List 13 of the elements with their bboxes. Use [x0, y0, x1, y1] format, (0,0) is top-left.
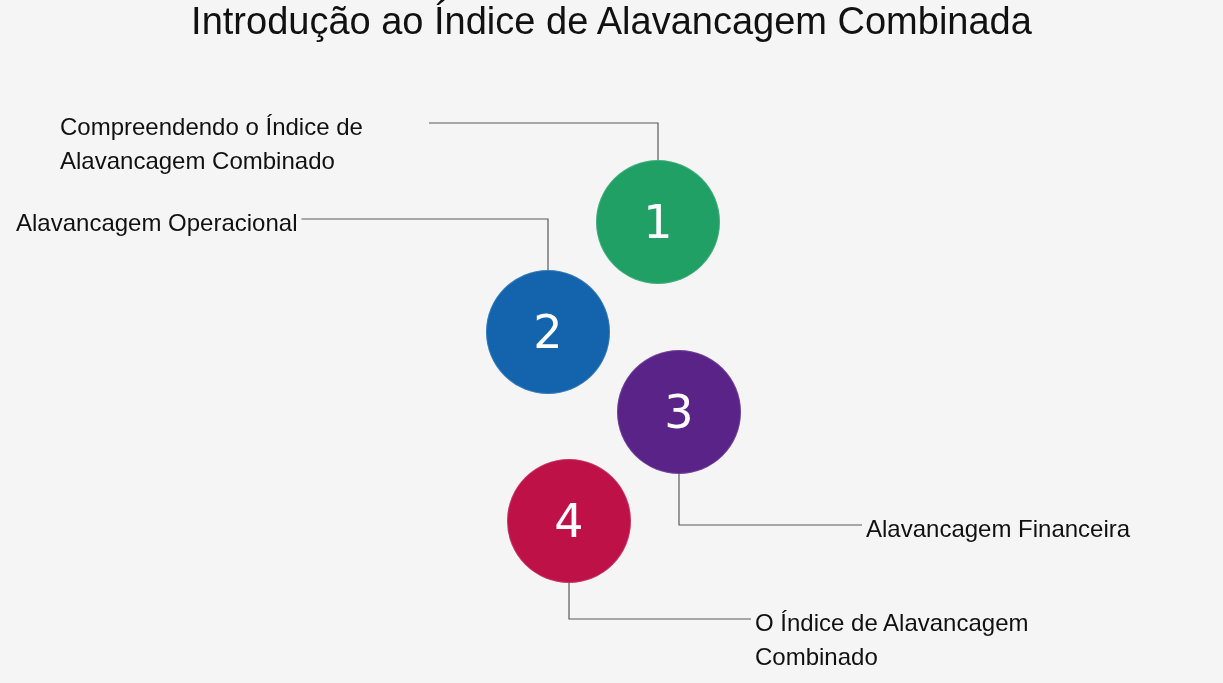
- numbered-circle: 4: [507, 459, 631, 583]
- callout-text: Alavancagem Operacional: [16, 206, 298, 240]
- leader-line: [428, 122, 659, 161]
- numbered-circle: 1: [596, 160, 720, 284]
- callout-text: Compreendendo o Índice de Alavancagem Combinado: [60, 110, 425, 178]
- numbered-circle: 2: [486, 270, 610, 394]
- diagram-title: Introdução ao Índice de Alavancagem Combinada: [191, 0, 1032, 43]
- leader-line: [678, 473, 863, 526]
- numbered-circle: 3: [617, 350, 741, 474]
- leader-line: [300, 218, 549, 271]
- callout-text: Alavancagem Financeira: [866, 512, 1131, 546]
- leader-line: [568, 582, 752, 620]
- callout-text: O Índice de Alavancagem Combinado: [755, 606, 1085, 674]
